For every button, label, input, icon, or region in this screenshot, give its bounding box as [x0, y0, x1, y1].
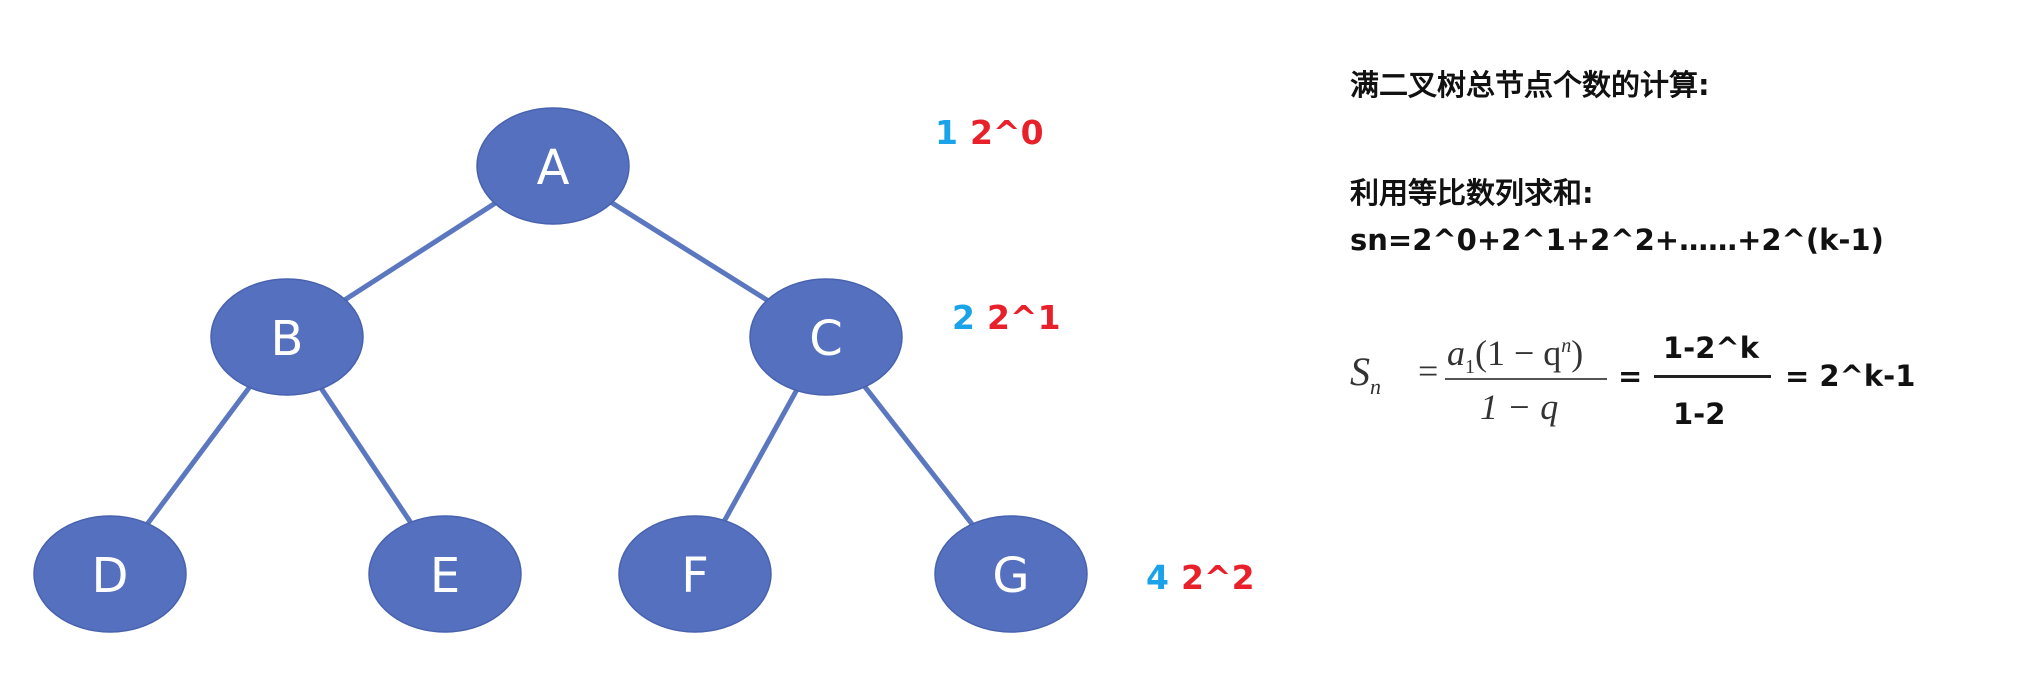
node-d: D	[33, 515, 187, 633]
level-2-annotation: 2 2^1	[952, 298, 1061, 337]
tree-nodes: A B C D E F G	[33, 107, 1088, 633]
node-d-label: D	[92, 548, 129, 604]
edge-b-e	[318, 386, 414, 525]
formula-lhs-s: S	[1350, 349, 1370, 394]
node-a: A	[476, 107, 630, 225]
node-e-circle	[368, 515, 522, 633]
node-c-circle	[749, 278, 903, 396]
formula-num-close: )	[1571, 333, 1584, 373]
level-3-annotation: 4 2^2	[1146, 558, 1255, 597]
node-c: C	[749, 278, 903, 396]
node-a-label: A	[537, 140, 570, 196]
level-3-count: 4	[1146, 558, 1169, 597]
node-b-circle	[210, 278, 364, 396]
tree-edges	[145, 200, 975, 527]
node-f-circle	[618, 515, 772, 633]
fraction-2-numerator: 1-2^k	[1663, 331, 1759, 365]
level-3-power: 2^2	[1180, 558, 1255, 597]
formula-equals: =	[1418, 351, 1439, 391]
series-text: sn=2^0+2^1+2^2+……+2^(k-1)	[1350, 223, 1884, 257]
level-2-count: 2	[952, 298, 975, 337]
level-1-count: 1	[935, 113, 958, 152]
node-g-label: G	[992, 548, 1029, 604]
edge-a-b	[342, 200, 498, 303]
node-f: F	[618, 515, 772, 633]
title-text: 满二叉树总节点个数的计算:	[1350, 68, 1710, 102]
node-g: G	[934, 515, 1088, 633]
node-b: B	[210, 278, 364, 396]
node-g-circle	[934, 515, 1088, 633]
formula-num-rest: (1 − q	[1475, 333, 1562, 373]
formula-equals-2: =	[1618, 359, 1643, 393]
level-2-power: 2^1	[986, 298, 1061, 337]
formula-lhs-n: n	[1370, 374, 1381, 399]
node-a-circle	[476, 107, 630, 225]
fraction-bar-1	[1445, 378, 1607, 380]
fraction-bar-2	[1654, 375, 1771, 378]
formula-numerator: a1(1 − qn)	[1447, 332, 1583, 379]
edge-c-g	[862, 384, 975, 527]
formula-num-sup: n	[1561, 335, 1572, 357]
level-1-annotation: 1 2^0	[935, 113, 1044, 152]
edge-b-d	[145, 384, 252, 527]
node-e: E	[368, 515, 522, 633]
fraction-2-denominator: 1-2	[1673, 397, 1726, 431]
level-1-power: 2^0	[969, 113, 1044, 152]
node-d-circle	[33, 515, 187, 633]
node-f-label: F	[681, 548, 709, 604]
formula-result: = 2^k-1	[1785, 359, 1916, 393]
formula-lhs: Sn	[1350, 348, 1381, 400]
formula-num-a: a	[1447, 333, 1465, 373]
formula-num-sub: 1	[1465, 356, 1475, 379]
node-e-label: E	[430, 548, 460, 604]
node-c-label: C	[809, 311, 843, 367]
node-b-label: B	[271, 311, 304, 367]
formula-denominator: 1 − q	[1480, 387, 1559, 427]
method-text: 利用等比数列求和:	[1350, 176, 1594, 210]
edge-c-f	[722, 387, 799, 524]
edge-a-c	[609, 200, 770, 303]
